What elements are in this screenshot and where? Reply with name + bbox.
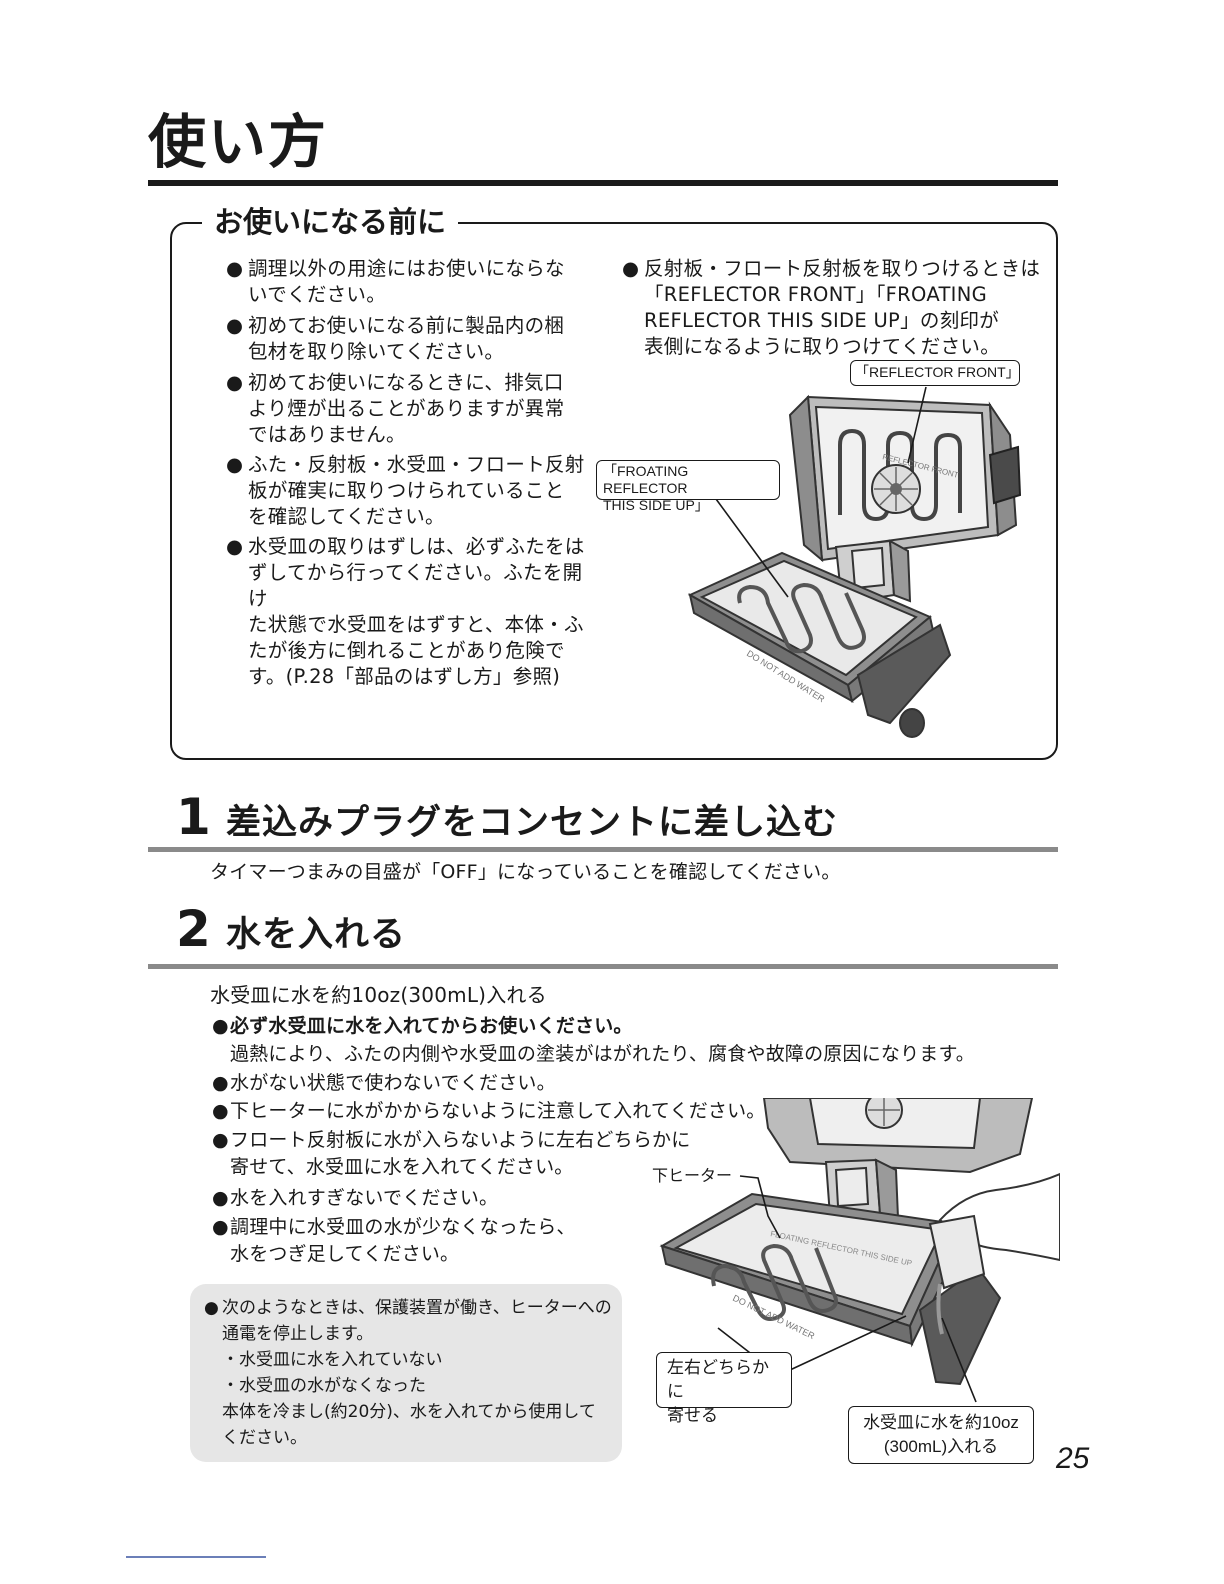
- list-item: ●下ヒーターに水がかからないように注意して入れてください。: [212, 1100, 766, 1122]
- list-item: ●水受皿の取りはずしは、必ずふたをはずしてから行ってください。ふたを開けた状態で…: [226, 535, 585, 688]
- step1-rule: [148, 847, 1058, 852]
- list-item: ●水を入れすぎないでください。: [212, 1187, 499, 1209]
- callout-lower-heater: 下ヒーター: [652, 1162, 735, 1186]
- grill-open-illustration: REFLECTOR FRONT DO NOT ADD WATER: [687, 386, 1022, 738]
- step2-number: 2: [176, 900, 211, 958]
- before-use-heading: お使いになる前に: [202, 202, 459, 242]
- list-item: ●調理以外の用途にはお使いにならないでください。: [226, 257, 565, 306]
- callout-water-amount: 水受皿に水を約10oz(300mL)入れる: [848, 1406, 1034, 1464]
- step2-lead: 水受皿に水を約10oz(300mL)入れる: [210, 983, 547, 1007]
- reflector-instruction: ●反射板・フロート反射板を取りつけるときは「REFLECTOR FRONT」「F…: [622, 257, 1041, 358]
- step1-text: タイマーつまみの目盛が「OFF」になっていることを確認してください。: [210, 861, 841, 883]
- before-use-box: [170, 222, 1058, 760]
- filling-water-illustration: DO NOT ADD WATER FLOATING REFLECTOR THIS…: [659, 1098, 1060, 1403]
- step1-title: 差込みプラグをコンセントに差し込む: [226, 803, 839, 843]
- page-title: 使い方: [148, 108, 329, 176]
- bottom-rule: [126, 1556, 266, 1558]
- callout-left-right: 左右どちらかに寄せる: [656, 1352, 792, 1425]
- page-number: 25: [1056, 1442, 1090, 1475]
- step2-rule: [148, 964, 1058, 969]
- note-line: ください。: [222, 1428, 307, 1448]
- step2-bold-bullet-sub: 過熱により、ふたの内側や水受皿の塗装がはがれたり、腐食や故障の原因になります。: [230, 1043, 976, 1065]
- list-item: ●ふた・反射板・水受皿・フロート反射板が確実に取りつけられていることを確認してく…: [226, 453, 585, 528]
- note-line: ・水受皿の水がなくなった: [222, 1376, 426, 1396]
- callout-reflector-front: 「REFLECTOR FRONT」: [850, 360, 1020, 386]
- step1-number: 1: [176, 788, 211, 846]
- note-line: ●次のようなときは、保護装置が働き、ヒーターへの: [204, 1298, 612, 1318]
- note-line: ・水受皿に水を入れていない: [222, 1350, 443, 1370]
- note-line: 通電を停止します。: [222, 1324, 374, 1344]
- list-item: ●初めてお使いになるときに、排気口より煙が出ることがありますが異常ではありません…: [226, 371, 565, 446]
- title-rule: [148, 180, 1058, 186]
- list-item: ●調理中に水受皿の水が少なくなったら、水をつぎ足してください。: [212, 1216, 576, 1265]
- note-line: 本体を冷まし(約20分)、水を入れてから使用して: [222, 1402, 596, 1422]
- list-item: ●初めてお使いになる前に製品内の梱包材を取り除いてください。: [226, 314, 565, 363]
- protection-note-box: [190, 1284, 622, 1462]
- step2-title: 水を入れる: [226, 915, 407, 955]
- step2-bold-bullet: ●必ず水受皿に水を入れてからお使いください。: [212, 1015, 633, 1037]
- list-item: ●フロート反射板に水が入らないように左右どちらかに寄せて、水受皿に水を入れてくだ…: [212, 1129, 691, 1178]
- list-item: ●水がない状態で使わないでください。: [212, 1072, 556, 1094]
